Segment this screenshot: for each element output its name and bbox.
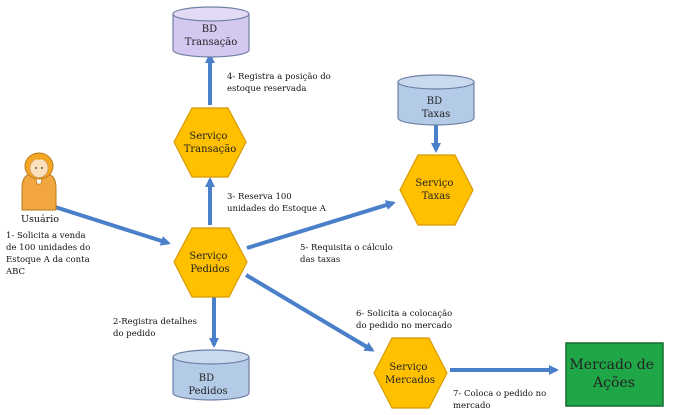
- step-1-line-4: ABC: [5, 267, 25, 277]
- bd-transacao-label-1: BD: [202, 24, 217, 35]
- mercado-acoes-box: Mercado de Ações: [565, 342, 664, 407]
- svg-text:Mercado de Ações: Mercado de Ações: [569, 357, 658, 391]
- mercado-label-2: Ações: [592, 375, 635, 391]
- mercado-label-1: Mercado de: [569, 357, 654, 373]
- step-2-label: 2-Registra detalhes do pedido: [113, 317, 200, 339]
- bd-pedidos-label-2: Pedidos: [188, 386, 227, 397]
- service-transacao: Serviço Transação: [173, 107, 247, 178]
- step-1-line-2: de 100 unidades do: [6, 243, 90, 253]
- step-4-line-2: estoque reservada: [227, 84, 307, 94]
- svg-text:BD Transação: BD Transação: [185, 24, 238, 48]
- step-1-line-3: Estoque A da conta: [6, 255, 90, 265]
- service-pedidos: Serviço Pedidos: [173, 227, 248, 298]
- service-taxas-label-2: Taxas: [422, 191, 451, 202]
- service-transacao-label-2: Transação: [184, 144, 237, 155]
- bd-transacao-label-2: Transação: [185, 37, 238, 48]
- step-5-line-2: das taxas: [300, 255, 340, 265]
- svg-text:Serviço Pedidos: Serviço Pedidos: [189, 251, 230, 275]
- step-7-line-1: 7- Coloca o pedido no: [453, 389, 546, 399]
- user-label: Usuário: [21, 214, 59, 225]
- step-3-line-2: unidades do Estoque A: [227, 204, 327, 214]
- step-1-line-1: 1- Solicita a venda: [6, 231, 86, 241]
- arrow-pedidos-to-mercados: [244, 273, 375, 352]
- arrows: [51, 53, 559, 375]
- svg-text:BD Taxas: BD Taxas: [422, 96, 451, 120]
- svg-text:Serviço Transação: Serviço Transação: [184, 131, 237, 155]
- step-2-line-1: 2-Registra detalhes: [113, 317, 197, 327]
- bd-pedidos-label-1: BD: [199, 373, 214, 384]
- step-1-label: 1- Solicita a venda de 100 unidades do E…: [5, 231, 93, 277]
- svg-text:Serviço Taxas: Serviço Taxas: [415, 178, 456, 202]
- step-7-label: 7- Coloca o pedido no mercado: [453, 389, 549, 411]
- arrow-pedidos-to-taxas: [246, 200, 396, 250]
- service-mercados-label-2: Mercados: [385, 375, 435, 386]
- step-4-label: 4- Registra a posição do estoque reserva…: [227, 71, 334, 94]
- db-bd-transacao: BD Transação: [172, 6, 250, 58]
- step-5-line-1: 5- Requisita o cálculo: [300, 242, 393, 253]
- service-mercados: Serviço Mercados: [373, 337, 448, 409]
- step-5-label: 5- Requisita o cálculo das taxas: [300, 242, 395, 265]
- step-6-line-1: 6- Solicita a colocação: [356, 308, 452, 319]
- step-3-label: 3- Reserva 100 unidades do Estoque A: [227, 192, 327, 214]
- bd-taxas-label-2: Taxas: [422, 109, 451, 120]
- arrow-user-to-pedidos: [51, 204, 171, 246]
- service-transacao-label-1: Serviço: [189, 131, 227, 142]
- db-bd-pedidos: BD Pedidos: [172, 349, 250, 401]
- service-pedidos-label-2: Pedidos: [190, 264, 229, 275]
- step-4-line-1: 4- Registra a posição do: [227, 71, 331, 82]
- svg-text:Serviço Mercados: Serviço Mercados: [385, 362, 435, 386]
- svg-text:BD Pedidos: BD Pedidos: [188, 373, 227, 397]
- service-mercados-label-1: Serviço: [389, 362, 427, 373]
- step-7-line-2: mercado: [453, 401, 491, 411]
- step-6-label: 6- Solicita a colocação do pedido no mer…: [356, 308, 455, 331]
- step-6-line-2: do pedido no mercado: [356, 321, 452, 331]
- db-bd-taxas: BD Taxas: [397, 74, 475, 126]
- step-3-line-1: 3- Reserva 100: [227, 192, 292, 202]
- service-pedidos-label-1: Serviço: [189, 251, 227, 262]
- service-taxas: Serviço Taxas: [399, 154, 474, 226]
- bd-taxas-label-1: BD: [427, 96, 442, 107]
- step-2-line-2: do pedido: [113, 329, 155, 339]
- service-taxas-label-1: Serviço: [415, 178, 453, 189]
- user-icon: [21, 152, 57, 211]
